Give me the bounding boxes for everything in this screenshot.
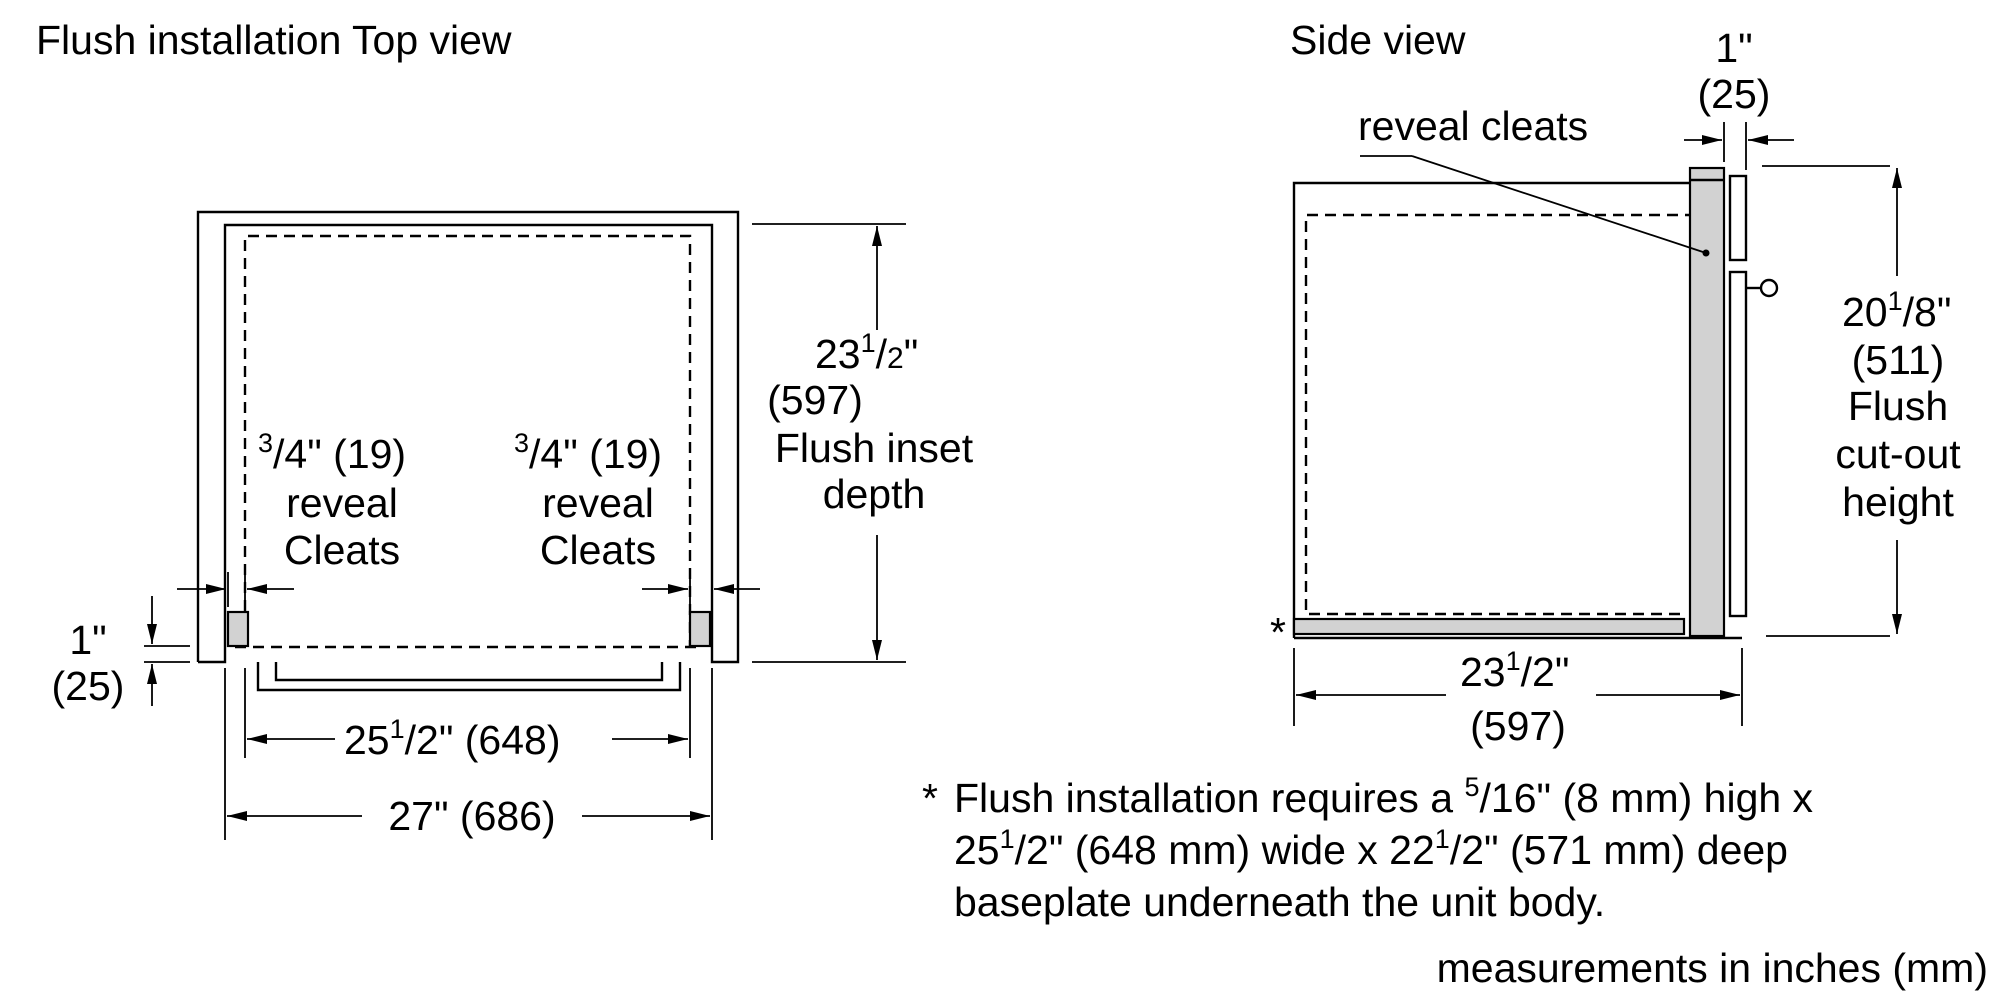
top-depth-mm: (597) [767, 377, 863, 423]
footnote-line-1: Flush installation requires a 5/16" (8 m… [954, 772, 1814, 821]
door-upper [1728, 174, 1748, 262]
top-view-title: Flush installation Top view [36, 17, 512, 63]
left-cleat-label-1: reveal [286, 480, 398, 526]
top-depth-label-1: Flush inset [775, 425, 974, 471]
footnote-line-3: baseplate underneath the unit body. [954, 879, 1605, 925]
front-offset-mm: (25) [52, 663, 125, 709]
right-cleat-label-1: reveal [542, 480, 654, 526]
door-gap-mm: (25) [1698, 71, 1771, 117]
footnote-star: * [922, 775, 938, 821]
height-label-1: Flush [1848, 383, 1948, 429]
side-view-title: Side view [1290, 17, 1466, 63]
reveal-cleats-label: reveal cleats [1358, 103, 1588, 149]
top-depth-inches: 231/2" [815, 328, 918, 377]
height-label-2: cut-out [1835, 431, 1961, 477]
height-inches: 201/8" [1842, 286, 1951, 335]
side-reveal-cleat [1688, 166, 1726, 638]
left-cleat-label-2: Cleats [284, 527, 400, 573]
door-lower [1728, 270, 1748, 618]
height-label-3: height [1842, 479, 1954, 525]
side-view-drawing [1292, 122, 1902, 726]
front-offset-inches: 1" [69, 617, 106, 663]
side-depth-mm: (597) [1470, 703, 1566, 749]
footnote-line-2: 251/2" (648 mm) wide x 221/2" (571 mm) d… [954, 824, 1788, 873]
right-cleat-label-2: Cleats [540, 527, 656, 573]
top-view-drawing [144, 210, 906, 840]
side-depth-inches: 231/2" [1460, 646, 1569, 695]
left-cleat [226, 610, 250, 648]
side-asterisk: * [1270, 609, 1286, 655]
door-handle [256, 662, 682, 692]
top-depth-label-2: depth [823, 471, 926, 517]
right-cleat [688, 610, 712, 648]
knob-icon [1759, 278, 1779, 298]
units-note: measurements in inches (mm) [1437, 945, 1988, 991]
height-mm: (511) [1852, 337, 1945, 383]
left-cleat-dimension: 3/4" (19) [258, 428, 406, 477]
inner-width-dimension: 251/2" (648) [344, 714, 561, 763]
door-gap-inches: 1" [1715, 25, 1752, 71]
outer-width-dimension: 27" (686) [388, 793, 555, 839]
right-cleat-dimension: 3/4" (19) [514, 428, 662, 477]
baseplate [1292, 617, 1686, 636]
